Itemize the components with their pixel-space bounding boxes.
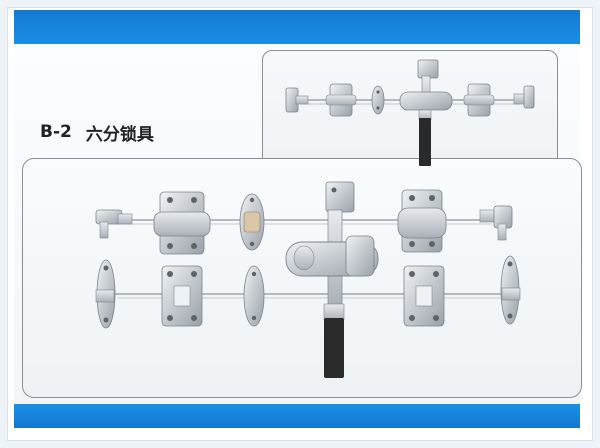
bottom-banner [14,404,580,428]
assembled-preview-panel [262,50,558,174]
bottom-left-slotted-bracket [161,265,203,327]
parts-panel [22,158,582,398]
product-code: B-2 [40,122,72,142]
inset-assembly [285,59,535,166]
inset-left-guide [371,85,385,115]
bottom-left-guide [243,265,265,327]
inset-left-bracket [325,83,357,117]
inset-right-bracket [463,83,495,117]
top-right-cam-keeper [479,205,513,241]
bottom-right-keeper-plate [500,255,521,325]
product-title: B-2 六分锁具 [40,118,154,146]
central-lock-handle [285,181,379,378]
bottom-left-keeper-plate [95,259,116,329]
top-left-cam-keeper [95,209,133,239]
product-name: 六分锁具 [85,124,154,145]
top-banner [14,10,580,44]
top-left-hinge-bracket [153,191,211,255]
inset-right-keeper [513,85,535,109]
inset-left-keeper [285,87,309,113]
bottom-row-parts [95,255,521,329]
bottom-right-slotted-bracket [403,265,445,327]
top-right-hinge-bracket [397,189,447,253]
top-left-guide [239,193,265,251]
inset-handle-assembly [399,59,453,166]
top-row-parts [95,189,513,255]
